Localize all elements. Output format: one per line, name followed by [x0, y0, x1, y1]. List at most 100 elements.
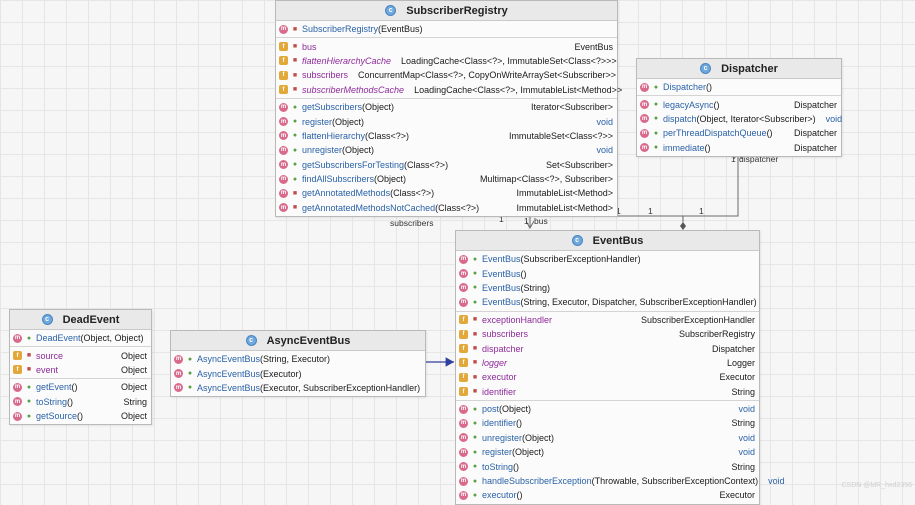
- method-icon: m: [279, 102, 288, 112]
- member-section: m●DeadEvent(Object, Object): [10, 330, 151, 348]
- method-row[interactable]: m●unregister(Object)void: [456, 431, 759, 445]
- method-row[interactable]: m■SubscriberRegistry(EventBus): [276, 22, 617, 36]
- method-icon: m: [13, 397, 22, 407]
- method-row[interactable]: m●getEvent()Object: [10, 380, 151, 394]
- method-row[interactable]: m●AsyncEventBus(Executor): [171, 366, 425, 380]
- member-name: exceptionHandler: [482, 314, 553, 325]
- member-args: (Throwable, SubscriberExceptionContext): [591, 476, 759, 487]
- member-type: String: [123, 396, 147, 407]
- edge-label-one-a: 1: [616, 206, 621, 216]
- method-row[interactable]: m●dispatch(Object, Iterator<Subscriber>)…: [637, 112, 842, 126]
- private-icon: ■: [472, 330, 478, 338]
- member-args: (Object): [512, 447, 545, 458]
- method-icon: m: [459, 462, 468, 472]
- method-row[interactable]: m●register(Object)void: [456, 445, 759, 459]
- method-row[interactable]: m●AsyncEventBus(String, Executor): [171, 352, 425, 366]
- method-row[interactable]: m●DeadEvent(Object, Object): [10, 331, 151, 345]
- member-type: Executor: [719, 372, 755, 383]
- method-icon: m: [459, 418, 468, 428]
- public-icon: ●: [187, 355, 193, 363]
- member-type: Dispatcher: [711, 343, 755, 354]
- member-args: (Object, Iterator<Subscriber>): [696, 113, 816, 124]
- field-icon: f: [459, 344, 468, 354]
- member-name: Dispatcher: [663, 82, 707, 93]
- method-row[interactable]: m●toString()String: [456, 459, 759, 473]
- member-section: m●getSubscribers(Object)Iterator<Subscri…: [276, 99, 617, 216]
- member-name: getSubscribers: [302, 102, 363, 113]
- method-row[interactable]: m●register(Object)void: [276, 114, 617, 128]
- private-icon: ■: [292, 57, 298, 65]
- method-row[interactable]: m●EventBus(String): [456, 281, 759, 295]
- member-args: (Object): [522, 432, 555, 443]
- method-icon: m: [13, 333, 22, 343]
- method-row[interactable]: m●EventBus(String, Executor, Dispatcher,…: [456, 295, 759, 309]
- public-icon: ●: [472, 284, 478, 292]
- member-type: ConcurrentMap<Class<?>, CopyOnWriteArray…: [358, 70, 616, 81]
- method-row[interactable]: m●perThreadDispatchQueue()Dispatcher: [637, 126, 841, 140]
- member-name: legacyAsync: [663, 99, 714, 110]
- method-row[interactable]: m●AsyncEventBus(Executor, SubscriberExce…: [171, 381, 425, 395]
- member-args: (Class<?>): [435, 202, 480, 213]
- member-name: toString: [482, 461, 514, 472]
- method-row[interactable]: m●findAllSubscribers(Object)Multimap<Cla…: [276, 172, 617, 186]
- method-icon: m: [279, 117, 288, 127]
- private-icon: ■: [26, 352, 32, 360]
- public-icon: ●: [292, 132, 298, 140]
- method-row[interactable]: m●getSubscribersForTesting(Class<?>)Set<…: [276, 158, 617, 172]
- member-name: unregister: [302, 145, 343, 156]
- method-row[interactable]: m●getSubscribers(Object)Iterator<Subscri…: [276, 100, 617, 114]
- method-row[interactable]: m●Dispatcher(): [637, 80, 841, 94]
- method-row[interactable]: m●toString()String: [10, 395, 151, 409]
- method-row[interactable]: m●unregister(Object)void: [276, 143, 617, 157]
- private-icon: ■: [292, 189, 298, 197]
- public-icon: ●: [292, 146, 298, 154]
- member-name: event: [36, 364, 59, 375]
- member-name: AsyncEventBus: [197, 354, 261, 365]
- field-icon: f: [459, 315, 468, 325]
- method-row[interactable]: m●executor()Executor: [456, 488, 759, 502]
- field-icon: f: [459, 329, 468, 339]
- method-row[interactable]: m●flattenHierarchy(Class<?>)ImmutableSet…: [276, 129, 617, 143]
- method-row[interactable]: m●EventBus(SubscriberExceptionHandler): [456, 252, 759, 266]
- method-icon: m: [640, 82, 649, 92]
- method-icon: m: [279, 145, 288, 155]
- public-icon: ●: [292, 175, 298, 183]
- method-row[interactable]: m●identifier()String: [456, 416, 759, 430]
- method-row[interactable]: m●handleSubscriberException(Throwable, S…: [456, 474, 785, 488]
- member-name: executor: [482, 490, 517, 501]
- method-row[interactable]: m●EventBus(): [456, 266, 759, 280]
- class-icon: c: [245, 335, 257, 346]
- method-icon: m: [459, 283, 468, 293]
- method-row[interactable]: m■getAnnotatedMethodsNotCached(Class<?>)…: [276, 201, 617, 215]
- method-row[interactable]: m●post(Object)void: [456, 402, 759, 416]
- member-args: (): [520, 268, 527, 279]
- member-name: flattenHierarchy: [302, 130, 366, 141]
- method-row[interactable]: m●getSource()Object: [10, 409, 151, 423]
- public-icon: ●: [472, 434, 478, 442]
- member-type: Object: [120, 411, 147, 422]
- member-name: EventBus: [482, 282, 521, 293]
- member-name: toString: [36, 396, 68, 407]
- method-row[interactable]: m■getAnnotatedMethods(Class<?>)Immutable…: [276, 186, 617, 200]
- method-row[interactable]: m●immediate()Dispatcher: [637, 141, 841, 155]
- member-name: AsyncEventBus: [197, 368, 261, 379]
- method-row[interactable]: m●legacyAsync()Dispatcher: [637, 97, 841, 111]
